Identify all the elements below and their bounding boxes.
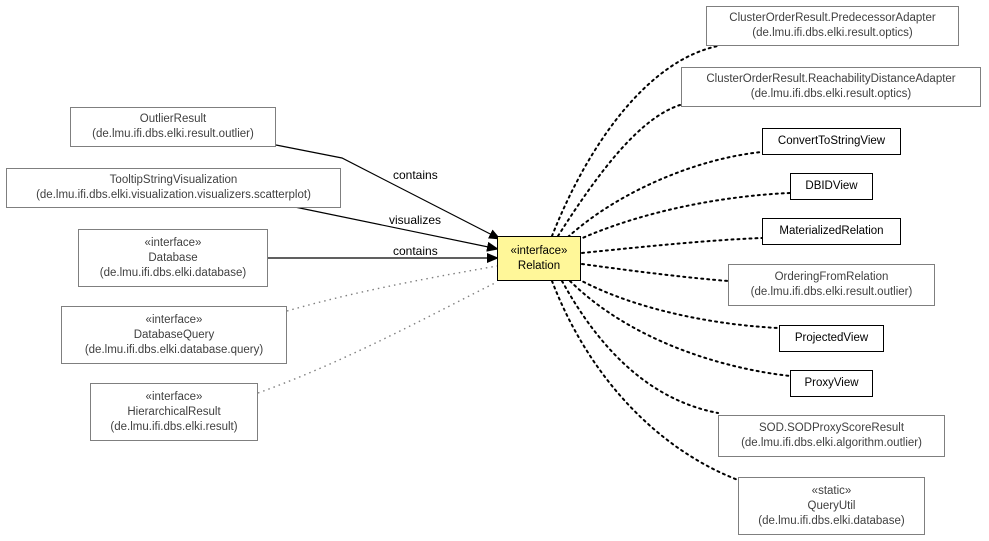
database-interface-node[interactable]: «interface» Database (de.lmu.ifi.dbs.elk… (78, 229, 268, 287)
convert-to-string-view-node[interactable]: ConvertToStringView (762, 128, 901, 155)
relation-interface-node[interactable]: «interface» Relation (497, 236, 581, 281)
hierarchical-result-name: HierarchicalResult (127, 405, 221, 418)
dbid-view-node[interactable]: DBIDView (790, 173, 873, 200)
projected-view-node[interactable]: ProjectedView (779, 325, 884, 352)
query-util-stereotype: «static» (811, 484, 852, 497)
database-query-name: DatabaseQuery (133, 328, 215, 341)
query-util-package: (de.lmu.ifi.dbs.elki.database) (758, 514, 905, 527)
tooltip-viz-package: (de.lmu.ifi.dbs.elki.visualization.visua… (36, 189, 311, 201)
edge-reachability-adapter (557, 104, 681, 237)
edge-dbid-view (577, 192, 791, 241)
edge-label-contains-database: contains (393, 244, 438, 258)
ordering-from-relation-package: (de.lmu.ifi.dbs.elki.result.outlier) (750, 286, 913, 298)
database-query-package: (de.lmu.ifi.dbs.elki.database.query) (84, 343, 264, 356)
tooltip-string-visualization-node[interactable]: TooltipStringVisualization (de.lmu.ifi.d… (6, 168, 341, 208)
database-query-interface-node[interactable]: «interface» DatabaseQuery (de.lmu.ifi.db… (61, 306, 287, 364)
reachability-adapter-name: ClusterOrderResult.ReachabilityDistanceA… (706, 73, 956, 85)
query-util-name: QueryUtil (807, 499, 856, 512)
hierarchical-result-stereotype: «interface» (145, 390, 203, 403)
edge-proxy-view (569, 280, 791, 377)
projected-view-name: ProjectedView (794, 332, 869, 344)
outlier-result-package: (de.lmu.ifi.dbs.elki.result.outlier) (92, 128, 254, 140)
dbid-view-name: DBIDView (805, 180, 858, 192)
sod-proxy-score-result-node[interactable]: SOD.SODProxyScoreResult (de.lmu.ifi.dbs.… (718, 415, 945, 457)
materialized-relation-name: MaterializedRelation (779, 225, 884, 237)
edge-query-util (551, 280, 739, 481)
ordering-from-relation-name: OrderingFromRelation (774, 271, 889, 283)
query-util-node[interactable]: «static» QueryUtil (de.lmu.ifi.dbs.elki.… (738, 477, 925, 535)
database-stereotype: «interface» (144, 236, 202, 249)
outlier-result-name: OutlierResult (139, 113, 207, 125)
reachability-adapter-package: (de.lmu.ifi.dbs.elki.result.optics) (750, 88, 912, 100)
tooltip-viz-name: TooltipStringVisualization (109, 174, 238, 186)
edge-tooltip-visualizes (289, 205, 499, 252)
edge-materialized-relation (581, 237, 763, 254)
hierarchical-result-package: (de.lmu.ifi.dbs.elki.result) (110, 420, 238, 433)
edge-outlier-result-contains (275, 144, 501, 240)
edge-ordering-from-relation (581, 263, 729, 282)
sod-proxy-score-result-package: (de.lmu.ifi.dbs.elki.algorithm.outlier) (741, 437, 922, 449)
predecessor-adapter-package: (de.lmu.ifi.dbs.elki.result.optics) (752, 27, 913, 39)
proxy-view-node[interactable]: ProxyView (790, 370, 873, 397)
hierarchical-result-interface-node[interactable]: «interface» HierarchicalResult (de.lmu.i… (90, 383, 258, 441)
edge-label-visualizes: visualizes (389, 213, 441, 227)
database-package: (de.lmu.ifi.dbs.elki.database) (99, 266, 247, 279)
relation-name: Relation (517, 259, 561, 272)
edge-convert-to-string-view (567, 151, 763, 238)
edge-projected-view (577, 278, 779, 329)
outlier-result-node[interactable]: OutlierResult (de.lmu.ifi.dbs.elki.resul… (70, 107, 276, 147)
database-name: Database (148, 251, 198, 264)
sod-proxy-score-result-name: SOD.SODProxyScoreResult (758, 422, 905, 434)
ordering-from-relation-node[interactable]: OrderingFromRelation (de.lmu.ifi.dbs.elk… (728, 264, 935, 306)
proxy-view-name: ProxyView (804, 377, 859, 389)
edge-sod-proxy-score-result (561, 280, 719, 414)
materialized-relation-node[interactable]: MaterializedRelation (762, 218, 901, 245)
reachability-distance-adapter-node[interactable]: ClusterOrderResult.ReachabilityDistanceA… (681, 67, 981, 107)
edge-predecessor-adapter (551, 45, 719, 237)
predecessor-adapter-node[interactable]: ClusterOrderResult.PredecessorAdapter (d… (706, 6, 959, 46)
convert-to-string-view-name: ConvertToStringView (777, 135, 886, 147)
relation-stereotype: «interface» (510, 244, 568, 257)
database-query-stereotype: «interface» (145, 313, 203, 326)
edge-database-query (286, 265, 498, 312)
edge-hierarchical-result (257, 281, 498, 394)
edge-label-contains-outlier: contains (393, 168, 438, 182)
predecessor-adapter-name: ClusterOrderResult.PredecessorAdapter (729, 12, 936, 24)
